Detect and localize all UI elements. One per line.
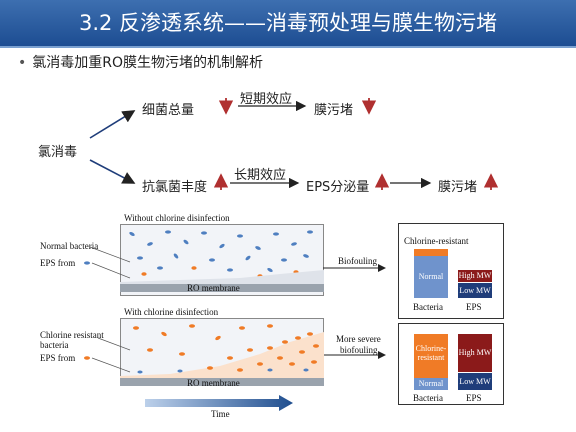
bar-top-high-mw: High MW — [458, 270, 492, 282]
bar-bottom-x1: Bacteria — [413, 393, 443, 403]
bar-bottom-chlorine-label-1: Chlorine- — [415, 344, 447, 353]
bottom-outcome-1: More severe — [336, 334, 381, 344]
bottom-legend-bacteria-2: bacteria — [40, 340, 69, 350]
bar-top-high-mw-label: High MW — [458, 271, 492, 280]
bar-bottom-high-mw-label: High MW — [458, 348, 492, 357]
branch-arrow-down — [89, 159, 136, 184]
bottom-membrane-label: RO membrane — [187, 378, 240, 388]
bullet-text: 氯消毒加重RO膜生物污堵的机制解析 — [32, 55, 264, 71]
bar-top-bacteria-orange — [414, 249, 448, 256]
flow-upper-label: 短期效应 — [240, 92, 293, 107]
bar-top-x1: Bacteria — [413, 302, 443, 312]
bar-bottom-high-mw: High MW — [458, 334, 492, 372]
flow-lower-end: 膜污堵 — [438, 180, 478, 195]
bar-bottom-normal: Normal — [414, 378, 448, 390]
top-membrane-label: RO membrane — [187, 283, 240, 293]
top-panel-graphic — [120, 230, 324, 292]
bottom-legend-bacteria-1: Chlorine resistant — [40, 330, 104, 340]
bottom-outcome-2: biofouling — [340, 345, 378, 355]
bar-top-bacteria-normal: Normal — [414, 256, 448, 298]
bar-bottom-normal-label: Normal — [418, 379, 444, 388]
bottom-legend-eps: EPS from — [40, 353, 76, 363]
flow-lower-label: 长期效应 — [234, 168, 287, 183]
flow-root: 氯消毒 — [38, 145, 78, 160]
top-outcome: Biofouling — [338, 256, 378, 266]
time-arrow-icon — [145, 395, 293, 411]
title-bar: 3.2 反渗透系统——消毒预处理与膜生物污堵 — [0, 0, 576, 48]
bar-bottom-low-mw: Low MW — [458, 373, 492, 390]
top-legend-bacteria: Normal bacteria — [40, 241, 99, 251]
top-legend-eps: EPS from — [40, 258, 76, 268]
bar-bottom-chlorine-label-2: resistant — [417, 353, 445, 362]
flow-lower-middle: EPS分泌量 — [306, 180, 370, 195]
bar-top-header: Chlorine-resistant — [404, 236, 469, 246]
flow-upper-end: 膜污堵 — [314, 103, 354, 118]
bullet-dot-icon: • — [18, 55, 27, 71]
bar-top-normal-label: Normal — [418, 272, 444, 281]
bottom-panel-graphic — [120, 324, 324, 386]
branch-arrow-up — [89, 110, 136, 139]
bar-bottom-x2: EPS — [466, 393, 482, 403]
bar-top-x2: EPS — [466, 302, 482, 312]
flow-lower-start: 抗氯菌丰度 — [142, 180, 208, 195]
time-label: Time — [211, 409, 230, 419]
bullet-point: • 氯消毒加重RO膜生物污堵的机制解析 — [18, 52, 263, 72]
bar-top-low-mw-label: Low MW — [459, 286, 491, 295]
slide-title: 3.2 反渗透系统——消毒预处理与膜生物污堵 — [78, 11, 498, 35]
bottom-panel-caption: With chlorine disinfection — [124, 307, 219, 317]
top-panel-caption: Without chlorine disinfection — [124, 213, 230, 223]
bar-bottom-low-mw-label: Low MW — [459, 377, 491, 386]
bar-top-low-mw: Low MW — [458, 283, 492, 298]
flow-upper-start: 细菌总量 — [142, 103, 195, 118]
bar-bottom-chlorine: Chlorine-resistant — [414, 334, 448, 378]
